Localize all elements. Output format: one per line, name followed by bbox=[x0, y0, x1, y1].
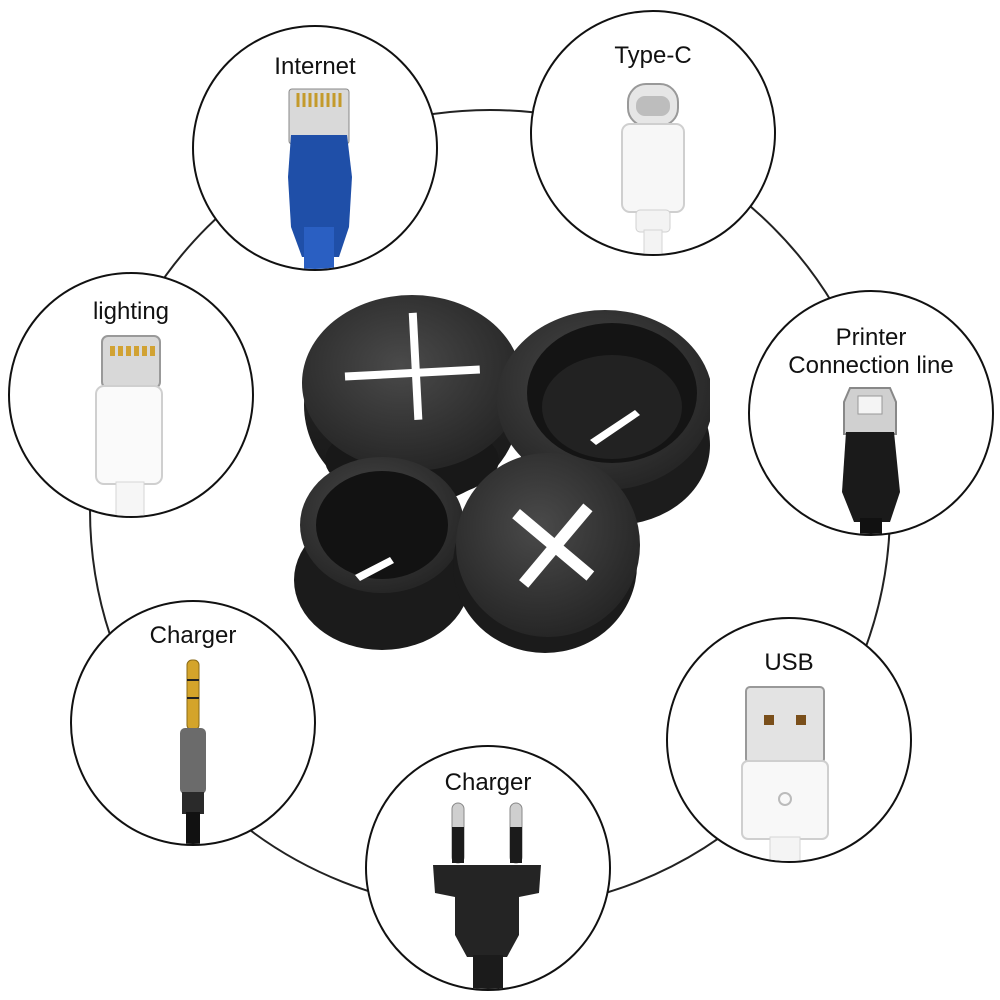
connector-label-line-2: Connection line bbox=[788, 352, 954, 379]
connector-bubble-type-c: Type-C bbox=[530, 10, 776, 256]
connector-label: Internet bbox=[274, 53, 356, 80]
connector-label: Charger bbox=[149, 622, 237, 649]
connector-bubble-charger-power: Charger bbox=[365, 745, 611, 991]
connector-label: lighting bbox=[92, 298, 170, 325]
connector-bubble-lighting: lighting bbox=[8, 272, 254, 518]
connector-bubble-usb: USB bbox=[666, 617, 912, 863]
connector-label: Charger bbox=[444, 769, 532, 796]
connector-label: USB bbox=[764, 649, 814, 676]
usb-a-plug-icon bbox=[741, 686, 829, 861]
rj45-ethernet-plug-icon bbox=[288, 88, 352, 269]
connector-bubble-charger-audio: Charger bbox=[70, 600, 316, 846]
silicone-grommet-icon bbox=[294, 295, 710, 653]
connector-label-line-1: Printer bbox=[835, 324, 907, 351]
usb-type-b-plug-icon bbox=[842, 387, 900, 534]
audio-jack-plug-icon bbox=[180, 659, 206, 844]
usb-type-c-plug-icon bbox=[621, 83, 685, 254]
connector-bubble-internet: Internet bbox=[192, 25, 438, 271]
power-plug-icon bbox=[433, 802, 541, 989]
lightning-plug-icon bbox=[95, 335, 163, 516]
connector-label: Type-C bbox=[614, 42, 692, 69]
connector-bubble-printer: Printer Connection line bbox=[748, 290, 994, 536]
